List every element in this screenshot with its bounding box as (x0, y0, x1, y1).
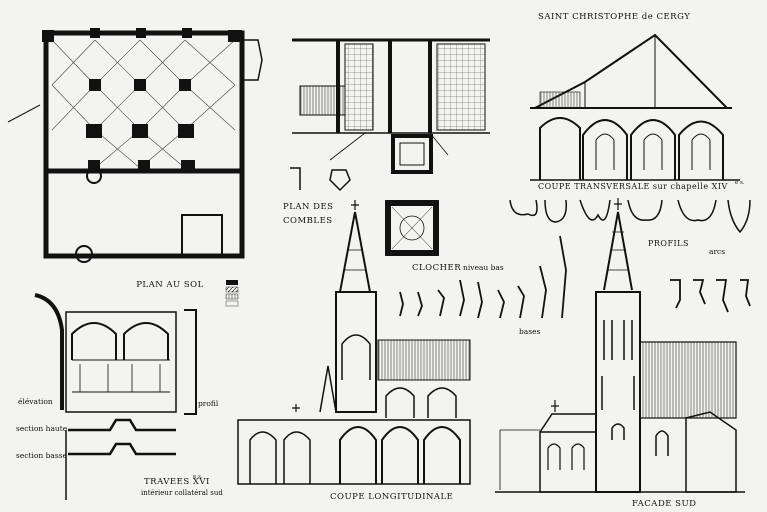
ground-plan-drawing (7, 28, 263, 263)
bell-tower-subtitle: niveau bas (463, 263, 504, 272)
base-profiles-drawing (399, 235, 567, 319)
bays-century: e s. (193, 474, 203, 480)
longitudinal-section-title: COUPE LONGITUDINALE (330, 492, 453, 502)
bays-lower-section-label: section basse (16, 451, 68, 460)
profiles-title: PROFILS (648, 239, 689, 248)
bays-upper-section-label: section haute (16, 424, 68, 433)
arch-profiles-drawing (509, 199, 751, 234)
roof-plan-title-line2: COMBLES (283, 216, 333, 226)
bases-label: bases (519, 327, 541, 336)
bays-elevation-label: élévation (18, 397, 53, 406)
transverse-section-title: COUPE TRANSVERSALE sur chapelle XIV (538, 182, 728, 191)
bell-tower-plan-drawing (385, 200, 439, 256)
bays-subtitle: intérieur collatéral sud (141, 489, 223, 497)
south-facade-drawing (495, 198, 745, 493)
longitudinal-section-drawing (237, 200, 471, 485)
sheet-title: SAINT CHRISTOPHE de CERGY (538, 12, 690, 22)
ground-plan-legend (225, 280, 239, 307)
roof-plan-title-line1: PLAN DES (283, 202, 333, 212)
ground-plan-title: PLAN AU SOL (136, 280, 204, 290)
south-facade-title: FACADE SUD (632, 499, 696, 509)
transverse-section-century: e s. (735, 180, 745, 186)
roof-plan-drawing (290, 38, 490, 192)
bays-profile-label: profil (198, 399, 219, 408)
transverse-section-drawing (530, 33, 740, 181)
bays-title: TRAVEES XVI (144, 477, 210, 487)
bays-elevation-drawing (34, 293, 197, 500)
arc-profile-details (670, 279, 751, 313)
bell-tower-title: CLOCHER (412, 263, 461, 273)
profiles-arcs-label: arcs (709, 247, 725, 256)
